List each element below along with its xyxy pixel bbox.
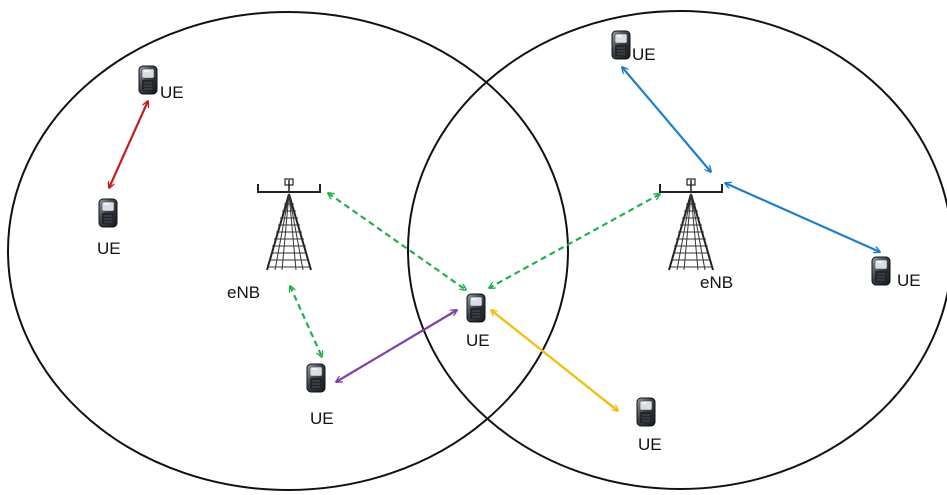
ue-label: UE (638, 435, 662, 454)
cellular-link-left-enb-lower-ue (290, 286, 322, 357)
enb-label: eNB (700, 273, 734, 292)
cell-tower-icon (659, 178, 723, 271)
mobile-phone-icon (871, 256, 891, 286)
ue-label: UE (897, 271, 921, 290)
mobile-phone-icon (98, 198, 118, 228)
ue-label: UE (310, 409, 334, 428)
enb-label: eNB (227, 283, 261, 302)
cell-tower-icon (257, 178, 321, 271)
d2d-link-cross-cell-yellow (491, 310, 618, 411)
mobile-phone-icon (466, 293, 486, 323)
mobile-phone-icon (306, 363, 326, 393)
d2d-link-cross-cell-purple (336, 310, 457, 382)
mobile-phone-icon (636, 397, 656, 427)
ue-label: UE (97, 239, 121, 258)
ue-label: UE (632, 45, 656, 64)
ue-label: UE (466, 331, 490, 350)
mobile-phone-icon (611, 30, 631, 60)
mobile-phone-icon (138, 65, 158, 95)
cellular-link-right-enb-top-ue (622, 67, 711, 172)
cellular-link-right-enb-center-ue (489, 194, 660, 288)
ue-label: UE (160, 83, 184, 102)
d2d-link-left-cell (109, 101, 148, 188)
cellular-link-right-enb-right-ue (725, 183, 880, 252)
cellular-link-left-enb-center-ue (328, 193, 466, 290)
